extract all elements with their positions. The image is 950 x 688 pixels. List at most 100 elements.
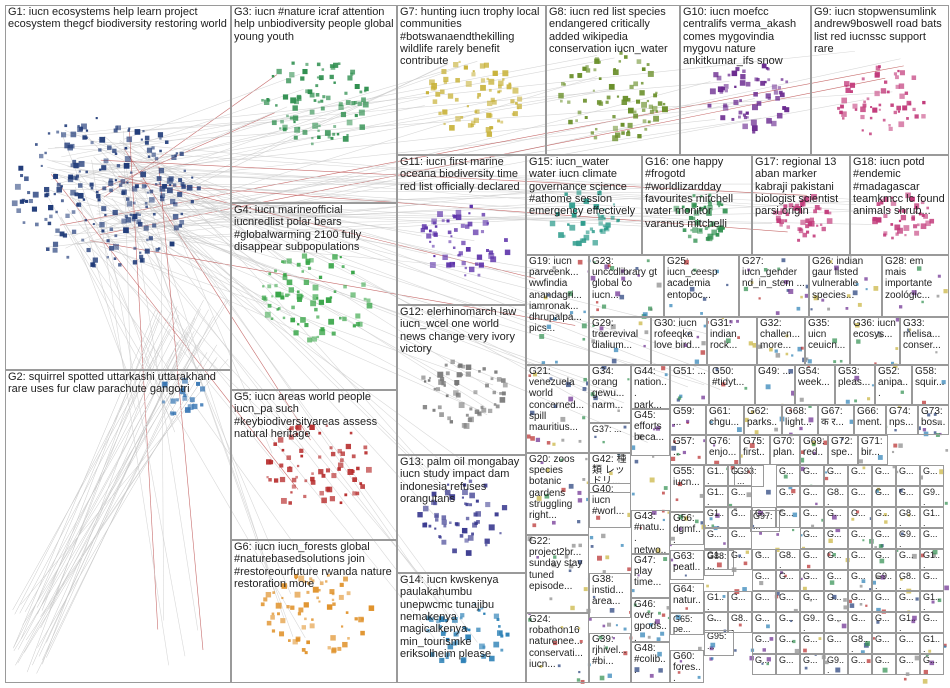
node-g1 (139, 257, 145, 263)
node-g8 (647, 120, 651, 124)
node-small (601, 533, 606, 539)
node-g10 (775, 96, 780, 101)
node-small (623, 651, 628, 656)
cluster-label: G93: ... (737, 466, 760, 487)
node-small (865, 641, 870, 646)
node-g3 (340, 111, 347, 118)
cluster-g24: G24: robathon16 naturenee... conservati.… (526, 613, 589, 683)
node-small (577, 520, 581, 524)
node-g7 (471, 72, 476, 77)
node-g3 (313, 99, 317, 102)
node-small (875, 489, 879, 493)
cluster-label: G8... (731, 613, 749, 633)
node-g1 (113, 257, 117, 260)
node-g1 (126, 201, 133, 207)
node-g8 (651, 105, 658, 112)
node-g3 (358, 109, 365, 116)
node-small (793, 608, 798, 613)
node-g14 (445, 655, 449, 660)
cluster-g61: G61: chgu... (706, 405, 744, 435)
node-g12 (495, 404, 500, 409)
cluster-label: G9... (827, 655, 845, 675)
node-g9 (878, 108, 881, 111)
node-small (546, 293, 550, 297)
node-g1 (124, 214, 129, 219)
node-g10 (756, 101, 762, 106)
node-g2 (170, 398, 176, 404)
edge (158, 166, 204, 650)
node-g9 (922, 100, 926, 105)
cluster-label: G1... (923, 634, 941, 654)
node-g7 (486, 112, 492, 118)
node-small (743, 561, 748, 566)
node-g1 (131, 217, 136, 222)
node-g17 (799, 210, 803, 214)
node-g9 (914, 114, 919, 119)
node-small (715, 367, 719, 371)
node-small (620, 543, 624, 547)
node-g13 (435, 518, 439, 522)
cluster-g-small-36: G1... (704, 549, 728, 570)
node-small (791, 354, 794, 357)
cluster-g38: G38: instid... area... (589, 573, 631, 618)
node-small (834, 265, 839, 271)
node-g3 (310, 142, 314, 146)
node-g9 (899, 70, 905, 76)
node-g7 (467, 123, 473, 128)
node-g10 (784, 107, 790, 113)
node-g8 (626, 131, 631, 137)
node-g10 (742, 69, 746, 73)
edge (131, 206, 437, 222)
cluster-g51: G51: ... (670, 365, 709, 405)
node-small (583, 377, 587, 382)
node-g8 (633, 81, 639, 87)
node-g18 (929, 218, 935, 224)
node-g13 (449, 494, 456, 500)
node-g12 (468, 416, 474, 423)
node-g16 (692, 203, 697, 208)
cluster-g40: G40: iucn #worl... (589, 483, 631, 528)
cluster-label: G24: robathon16 naturenee... conservati.… (529, 614, 586, 670)
node-small (758, 344, 763, 349)
node-g7 (431, 82, 438, 89)
node-g10 (752, 130, 756, 134)
cluster-g15: G15: iucn_water water iucn climate gover… (526, 155, 642, 255)
node-g9 (869, 116, 873, 120)
node-small (791, 390, 796, 396)
node-small (595, 301, 599, 304)
node-g1 (39, 153, 44, 159)
node-small (713, 444, 716, 447)
node-g15 (598, 221, 603, 226)
edge (155, 204, 478, 643)
node-small (900, 532, 904, 536)
node-g6 (329, 589, 335, 595)
node-small (857, 302, 862, 307)
cluster-g-small-45: G1... (920, 549, 944, 570)
node-g16 (706, 210, 712, 216)
node-g6 (337, 646, 342, 651)
cluster-g-small-41: G... (824, 549, 848, 570)
node-small (701, 395, 705, 400)
node-small (823, 440, 828, 446)
node-g4 (318, 275, 323, 279)
node-small (598, 635, 603, 640)
node-g1 (172, 183, 177, 187)
edge (51, 160, 880, 213)
node-g1 (32, 191, 39, 198)
cluster-label: G72: spe... (831, 436, 856, 465)
node-small (911, 619, 916, 624)
node-g1 (77, 124, 80, 128)
node-g16 (692, 194, 696, 198)
node-g2 (162, 400, 166, 404)
node-small (593, 395, 598, 401)
node-g9 (844, 81, 850, 87)
node-g3 (346, 119, 353, 126)
edge (90, 240, 576, 326)
node-small (800, 466, 805, 472)
node-g7 (460, 116, 464, 119)
node-g6 (339, 582, 344, 587)
node-g5 (352, 477, 357, 482)
node-small (620, 269, 625, 273)
node-small (577, 490, 582, 495)
node-g1 (125, 197, 130, 201)
